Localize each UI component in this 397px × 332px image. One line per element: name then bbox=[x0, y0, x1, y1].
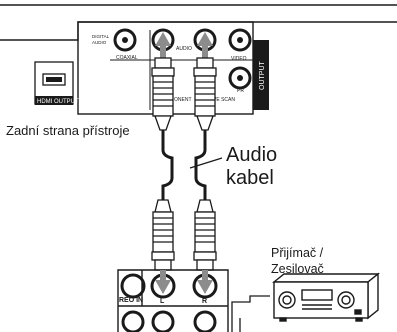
component-text: ONENT bbox=[174, 97, 192, 103]
rear-panel-label: Zadní strana přístroje bbox=[6, 123, 130, 138]
cable-label-line1: Audio bbox=[226, 144, 278, 166]
receiver-arrows bbox=[155, 270, 213, 294]
receiver-panel bbox=[117, 269, 229, 332]
coaxial-text: COAXIAL bbox=[116, 55, 138, 61]
hdmi-port: HDMI OUTPUT bbox=[34, 61, 79, 105]
receiver-jack-left-side bbox=[120, 273, 146, 299]
stereo-in-text: REO IN bbox=[119, 297, 143, 304]
receiver-label-line1: Přijímač / bbox=[271, 246, 324, 260]
coaxial-jack bbox=[113, 28, 137, 52]
receiver-side-bracket bbox=[231, 295, 270, 332]
pr-jack bbox=[228, 66, 252, 90]
top-plug-left bbox=[151, 57, 175, 131]
audio-cable bbox=[161, 130, 207, 200]
receiver-label-line2: Zesilovač bbox=[271, 262, 324, 276]
progressive-scan-text: RESSIVE SCAN bbox=[198, 97, 235, 103]
top-plug-right bbox=[193, 57, 217, 131]
video-jack bbox=[228, 28, 252, 52]
device-arrows bbox=[155, 32, 213, 58]
audio-text: AUDIO bbox=[176, 46, 192, 52]
bottom-plug-left bbox=[151, 199, 175, 271]
right-channel-text: R bbox=[202, 298, 207, 305]
cable-callout-line bbox=[189, 157, 223, 169]
receiver-lower-jacks bbox=[121, 310, 217, 332]
output-tab: OUTPUT bbox=[253, 40, 269, 110]
left-channel-text: L bbox=[160, 298, 165, 305]
audio-cable-label: Audio kabel bbox=[226, 144, 277, 190]
pr-text: PR bbox=[237, 88, 244, 94]
receiver-unit bbox=[272, 272, 380, 322]
hdmi-output-text: HDMI OUTPUT bbox=[37, 99, 79, 105]
output-text: OUTPUT bbox=[259, 61, 266, 91]
video-text: VIDEO bbox=[231, 56, 247, 62]
bottom-plug-right bbox=[193, 199, 217, 271]
receiver-amplifier-label: Přijímač / Zesilovač bbox=[271, 245, 324, 277]
cable-label-line2: kabel bbox=[226, 167, 274, 189]
